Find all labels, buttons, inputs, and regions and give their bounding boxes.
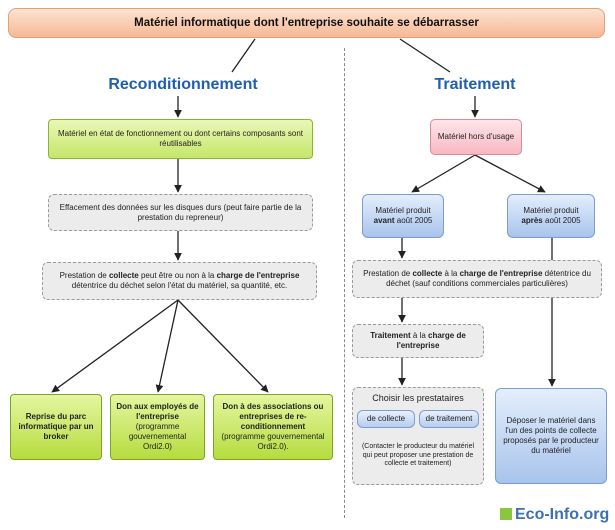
arrow-left-to-out3 [177,299,269,393]
arrow-right-to-after [474,154,546,193]
right-treat-bold-1: Traitement [370,331,411,340]
column-divider [344,48,345,518]
left-step-collection: Prestation de collecte peut être ou non … [42,262,317,300]
left-collect-text-3: détentrice du déchet selon l'état du mat… [71,281,288,290]
left-step-reusable: Matériel en état de fonctionnement ou do… [48,119,313,159]
right-after-bold: après [521,216,543,225]
right-choose-providers: Choisir les prestataires de collecte de … [352,387,484,485]
left-collect-text-1: Prestation de [59,271,109,280]
right-collect-text-1: Prestation de [363,269,413,278]
arrow-right-to-before [411,154,476,193]
right-before-bold: avant [373,216,395,225]
right-step-out-of-use: Matériel hors d'usage [430,119,522,155]
right-header: Traitement [434,76,516,93]
right-collect-text-2: à la [442,269,460,278]
right-step-treatment: Traitement à la charge de l'entreprise [352,324,484,358]
right-choose-title: Choisir les prestataires [372,393,464,404]
right-after-text-2: août 2005 [542,216,581,225]
right-choose-note: (Contacter le producteur du matériel qui… [361,442,475,468]
left-collect-bold-2: charge de l'entreprise [216,271,300,280]
arrow-title-to-left [231,38,256,73]
diagram-title: Matériel informatique dont l'entreprise … [8,8,605,38]
pill-traitement: de traitement [419,410,479,428]
left-collect-bold-1: collecte [108,271,139,280]
right-collect-bold-1: collecte [412,269,443,278]
left-step-data-wipe: Effacement des données sur les disques d… [48,194,313,231]
left-collect-text-2: peut être ou non à la [138,271,217,280]
left-outcome-broker: Reprise du parc informatique par un brok… [10,394,102,460]
right-before-text-1: Matériel produit [375,206,431,215]
right-collect-text-3: détentrice du déchet (sauf conditions co… [386,269,591,288]
right-after-2005: Matériel produit après août 2005 [507,194,595,238]
arrow-left-to-out2 [155,299,179,393]
left-outcome-employees-note: (programme gouvernemental Ordi2.0) [128,422,187,451]
left-header: Reconditionnement [108,76,258,93]
right-step-collection: Prestation de collecte à la charge de l'… [352,260,602,298]
eco-info-logo-text: Eco-Info.org [515,506,610,523]
right-before-text-2: août 2005 [394,216,433,225]
left-outcome-associations-note: (programme gouvernemental Ordi2.0). [221,432,325,451]
right-deposit: Déposer le matériel dans l'un des points… [495,388,607,484]
left-outcome-broker-label: Reprise du parc informatique par un brok… [18,412,94,441]
left-outcome-associations-title: Don à des associations ou entreprises de… [222,402,324,431]
arrow-left-to-out1 [51,299,179,393]
eco-info-logo-icon [500,508,512,520]
left-outcome-employees: Don aux employés de l'entreprise (progra… [110,394,205,460]
left-outcome-associations: Don à des associations ou entreprises de… [213,394,333,460]
right-before-2005: Matériel produit avant août 2005 [362,194,444,238]
eco-info-logo: Eco-Info.org [500,506,609,524]
right-after-text-1: Matériel produit [523,206,579,215]
right-collect-bold-2: charge de l'entreprise [459,269,543,278]
arrow-title-to-right [399,38,451,73]
pill-collecte: de collecte [357,410,415,428]
left-outcome-employees-title: Don aux employés de l'entreprise [116,402,199,421]
right-treat-text-1: à la [410,331,428,340]
right-treat-bold-2: charge de l'entreprise [396,331,466,350]
